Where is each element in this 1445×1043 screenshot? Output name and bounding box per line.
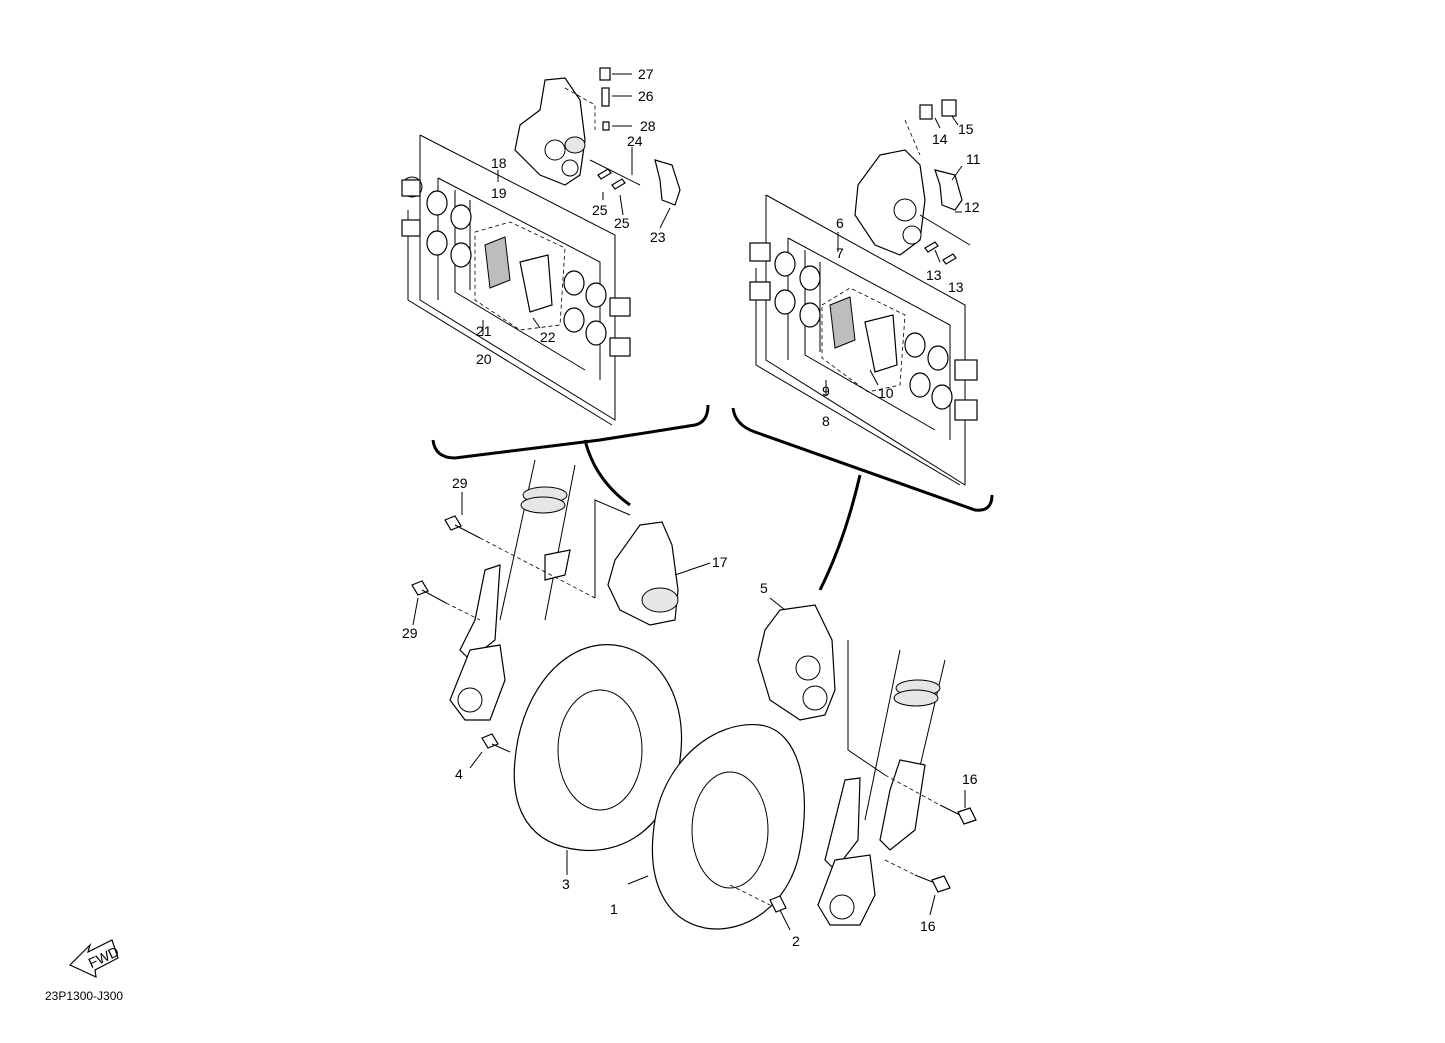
callout-28: 28	[640, 118, 656, 134]
callout-25b: 25	[614, 215, 630, 231]
right-fork-leg	[817, 649, 946, 926]
callout-24: 24	[627, 133, 643, 149]
brake-pad-left	[484, 236, 553, 313]
caliper-left-body	[514, 77, 586, 186]
callout-29b: 29	[402, 625, 418, 641]
callout-23: 23	[650, 229, 666, 245]
bolt-16-lower	[884, 859, 951, 893]
group-bracket-right	[731, 407, 994, 512]
callout-25a: 25	[592, 202, 608, 218]
callout-7: 7	[836, 245, 844, 261]
brake-disc-1	[651, 724, 806, 930]
callout-26: 26	[638, 88, 654, 104]
callout-21: 21	[476, 323, 492, 339]
callout-6: 6	[836, 215, 844, 231]
callout-15: 15	[958, 121, 974, 137]
callout-10: 10	[878, 385, 894, 401]
callout-labels: 1 2 3 4 5 6 7 8 9 10 11 12 13 13 14 15 1…	[402, 66, 981, 949]
caliper-left-assembled	[607, 521, 679, 626]
callout-20: 20	[476, 351, 492, 367]
callout-27: 27	[638, 66, 654, 82]
callout-4: 4	[455, 766, 463, 782]
left-caliper-exploded	[401, 67, 681, 426]
callout-17: 17	[712, 554, 728, 570]
piston-left-lower	[401, 219, 421, 237]
right-caliper-exploded	[749, 99, 978, 486]
callout-18: 18	[491, 155, 507, 171]
callout-16a: 16	[962, 771, 978, 787]
callout-12: 12	[964, 199, 980, 215]
callout-8: 8	[822, 413, 830, 429]
callout-1: 1	[610, 901, 618, 917]
brake-disc-3	[513, 644, 682, 852]
callout-13a: 13	[926, 267, 942, 283]
bolt-16-upper	[939, 804, 977, 825]
callout-leaders	[412, 115, 966, 931]
callout-5: 5	[760, 580, 768, 596]
callout-16b: 16	[920, 918, 936, 934]
caliper-right-assembled	[757, 604, 836, 721]
diagram-code: 23P1300-J300	[45, 989, 123, 1003]
callout-19: 19	[491, 185, 507, 201]
callout-29a: 29	[452, 475, 468, 491]
group-bracket-left	[431, 404, 710, 460]
callout-11: 11	[966, 151, 981, 167]
left-fork-leg	[449, 459, 576, 721]
fwd-label: FWD	[86, 943, 122, 971]
bolt-29-upper	[444, 515, 596, 599]
callout-13b: 13	[948, 279, 964, 295]
bolt-4	[481, 733, 511, 753]
callout-9: 9	[822, 383, 830, 399]
piston-left-upper	[401, 176, 423, 198]
bolt-29-lower	[411, 580, 481, 621]
callout-22: 22	[540, 329, 556, 345]
bolt-2	[729, 884, 787, 913]
forward-arrow-icon: FWD	[68, 939, 122, 979]
caliper-right-body	[854, 149, 926, 256]
callout-2: 2	[792, 933, 800, 949]
callout-3: 3	[562, 876, 570, 892]
callout-14: 14	[932, 131, 948, 147]
